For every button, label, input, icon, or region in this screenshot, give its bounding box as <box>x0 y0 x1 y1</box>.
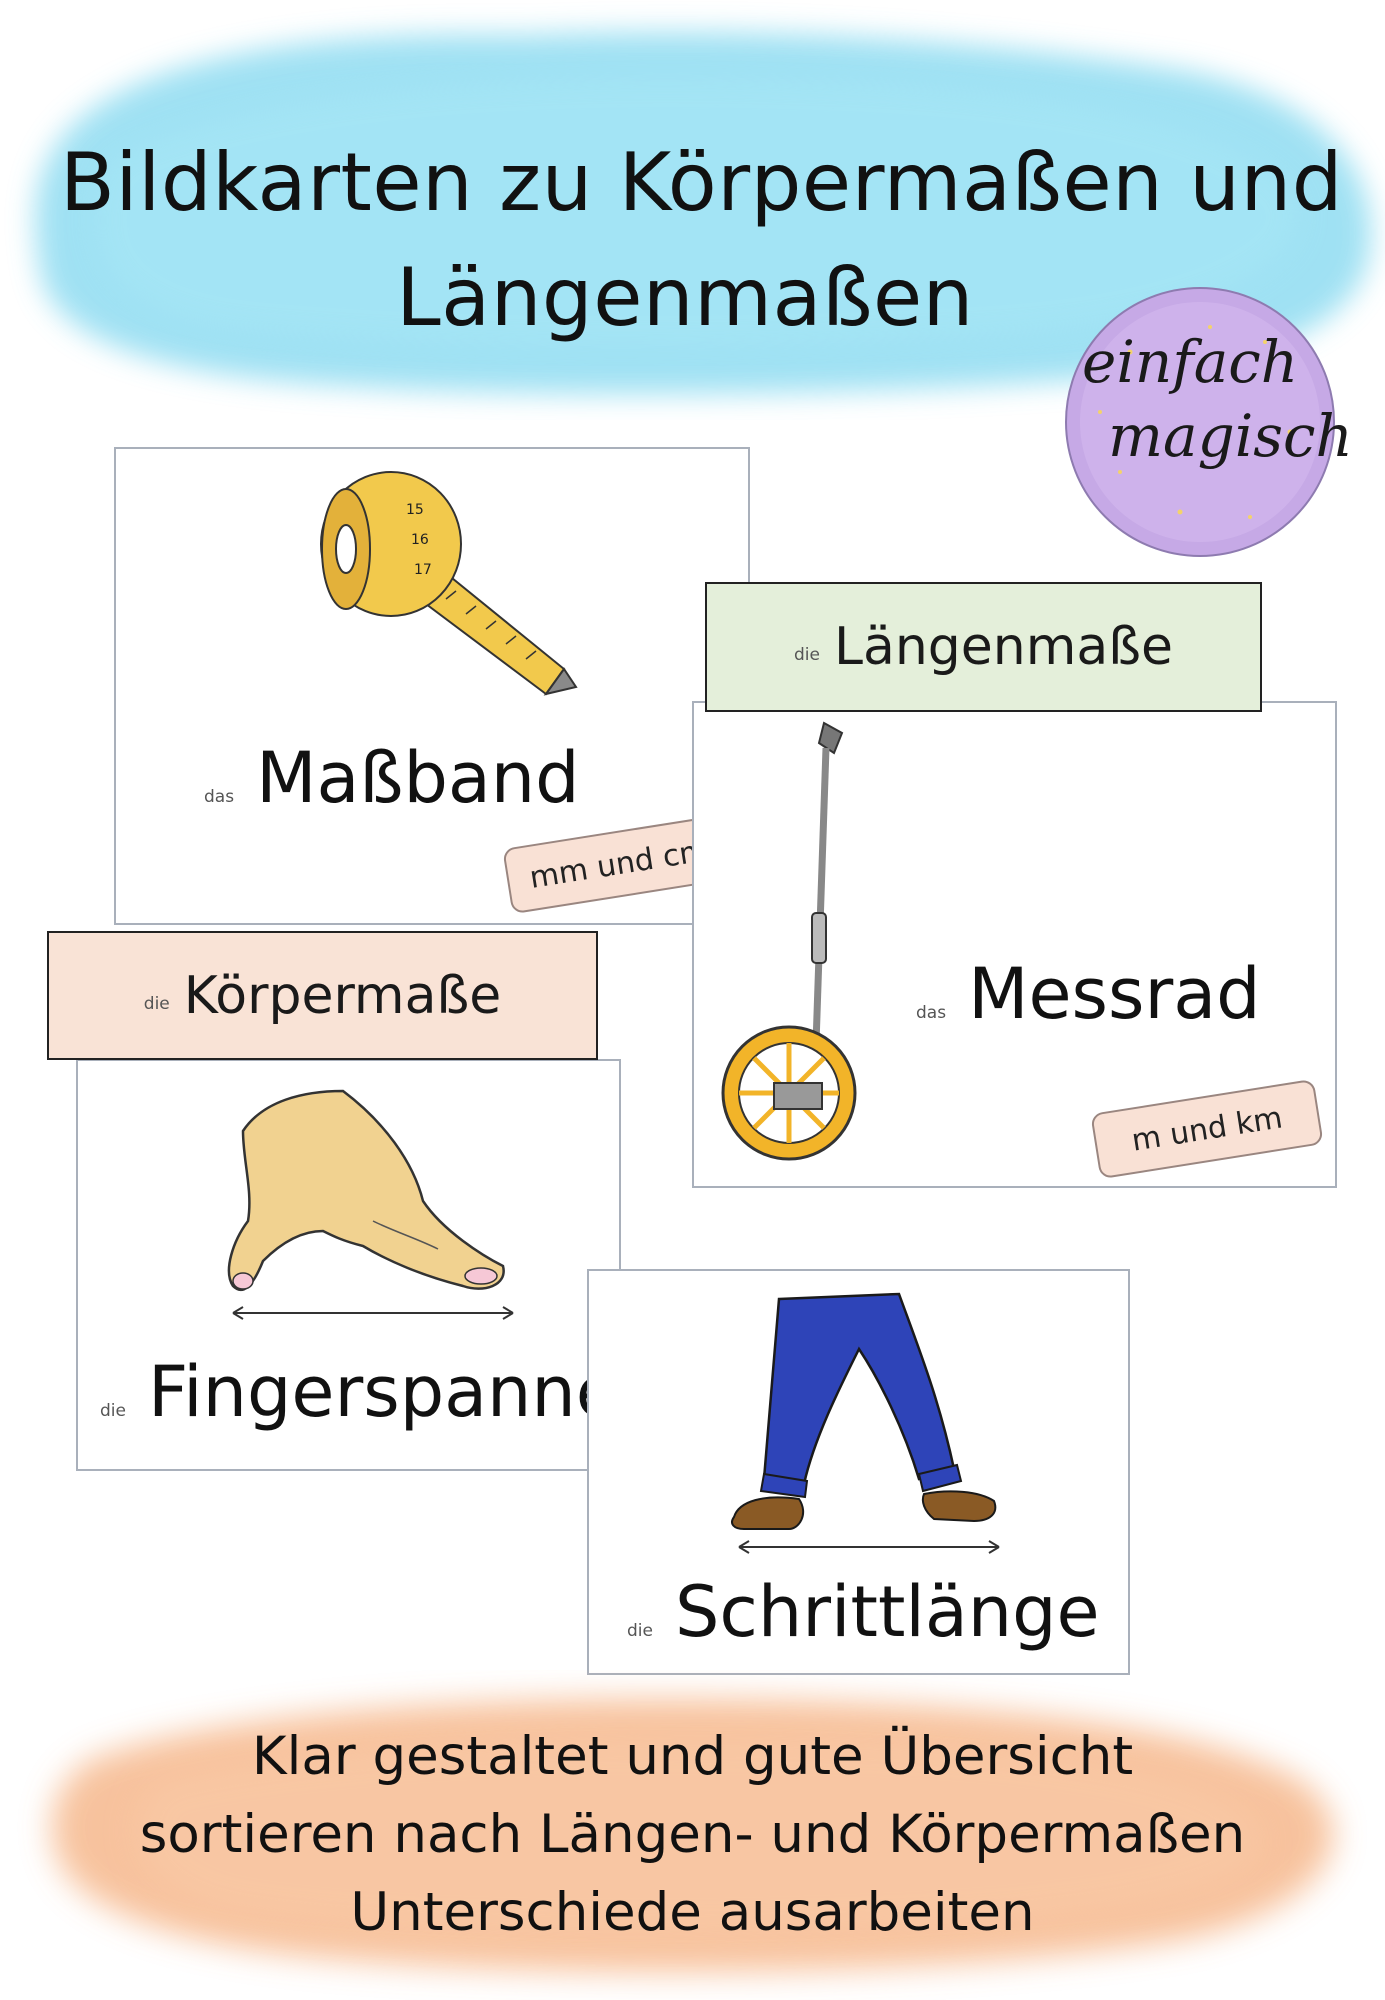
category-label-koerpermasse: die Körpermaße <box>47 931 598 1060</box>
svg-text:15: 15 <box>406 502 424 518</box>
summary-line-1: Klar gestaltet und gute Übersicht <box>251 1726 1134 1787</box>
summary-text: Klar gestaltet und gute Übersicht sortie… <box>0 1718 1385 1952</box>
category-text: Längenmaße <box>833 617 1173 677</box>
unit-tag-m-km: m und km <box>1090 1078 1324 1180</box>
step-length-icon <box>731 1292 1000 1554</box>
finger-span-icon <box>227 1089 514 1320</box>
title-line-1: Bildkarten zu Körpermaßen und <box>60 136 1343 229</box>
svg-text:16: 16 <box>411 532 429 548</box>
svg-text:17: 17 <box>414 562 432 578</box>
header-background <box>0 0 1385 420</box>
summary-line-3: Unterschiede ausarbeiten <box>350 1882 1035 1943</box>
measuring-wheel-icon <box>721 721 857 1161</box>
category-label-laengenmasse: die Längenmaße <box>705 582 1262 712</box>
card-article: die <box>100 1401 126 1421</box>
page-title: Bildkarten zu Körpermaßen und Längenmaße… <box>60 125 1343 355</box>
title-line-2: Längenmaßen <box>396 251 974 344</box>
brand-logo: einfach magisch <box>1060 282 1353 562</box>
category-article: die <box>143 993 170 1014</box>
logo-line-2: magisch <box>1108 402 1353 470</box>
logo-line-1: einfach <box>1082 328 1299 396</box>
category-article: die <box>794 645 820 665</box>
card-article: das <box>916 1003 947 1023</box>
footer-background <box>0 1670 1385 2000</box>
category-text: Körpermaße <box>183 965 502 1026</box>
measuring-tape-icon: 15 16 17 <box>320 471 578 696</box>
card-article: die <box>627 1621 653 1641</box>
card-article: das <box>204 787 235 807</box>
summary-line-2: sortieren nach Längen- und Körpermaßen <box>139 1804 1246 1865</box>
